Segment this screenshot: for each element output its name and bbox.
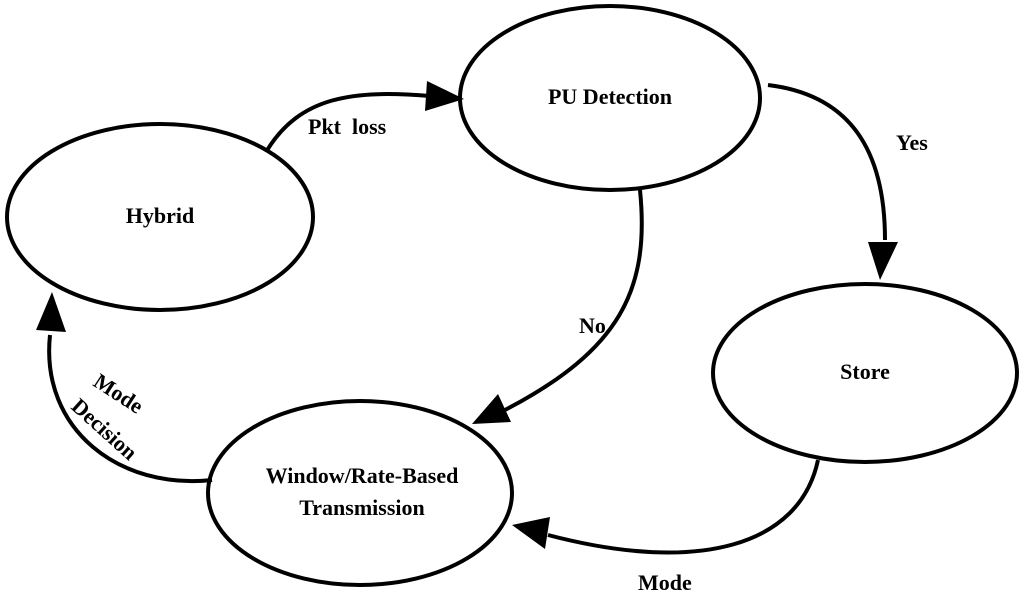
edge-label-mode: Mode (638, 570, 692, 595)
edge-no (504, 189, 644, 412)
edge-mode-decision (47, 334, 213, 484)
node-label-transmission-line1: Window/Rate-Based (266, 463, 459, 488)
edge-label-yes: Yes (896, 130, 928, 155)
node-label-store: Store (840, 359, 890, 384)
edge-yes (767, 83, 887, 241)
edge-label-pkt-loss: Pkt loss (308, 114, 387, 139)
arrowhead-no (472, 394, 511, 424)
node-hybrid (5, 122, 315, 312)
node-label-hybrid: Hybrid (126, 203, 194, 228)
edge-pkt-loss (264, 92, 431, 154)
arrowhead-mode (512, 517, 550, 549)
node-store (711, 282, 1019, 464)
node-label-transmission-line2: Transmission (299, 495, 425, 520)
edge-mode (547, 459, 820, 555)
arrowhead-mode-decision (36, 292, 66, 332)
node-label-pu-detection: PU Detection (548, 84, 672, 109)
edge-label-no: No (579, 313, 606, 338)
arrowhead-yes (868, 242, 898, 280)
arrowhead-pkt-loss (425, 81, 464, 111)
node-transmission (206, 399, 514, 587)
